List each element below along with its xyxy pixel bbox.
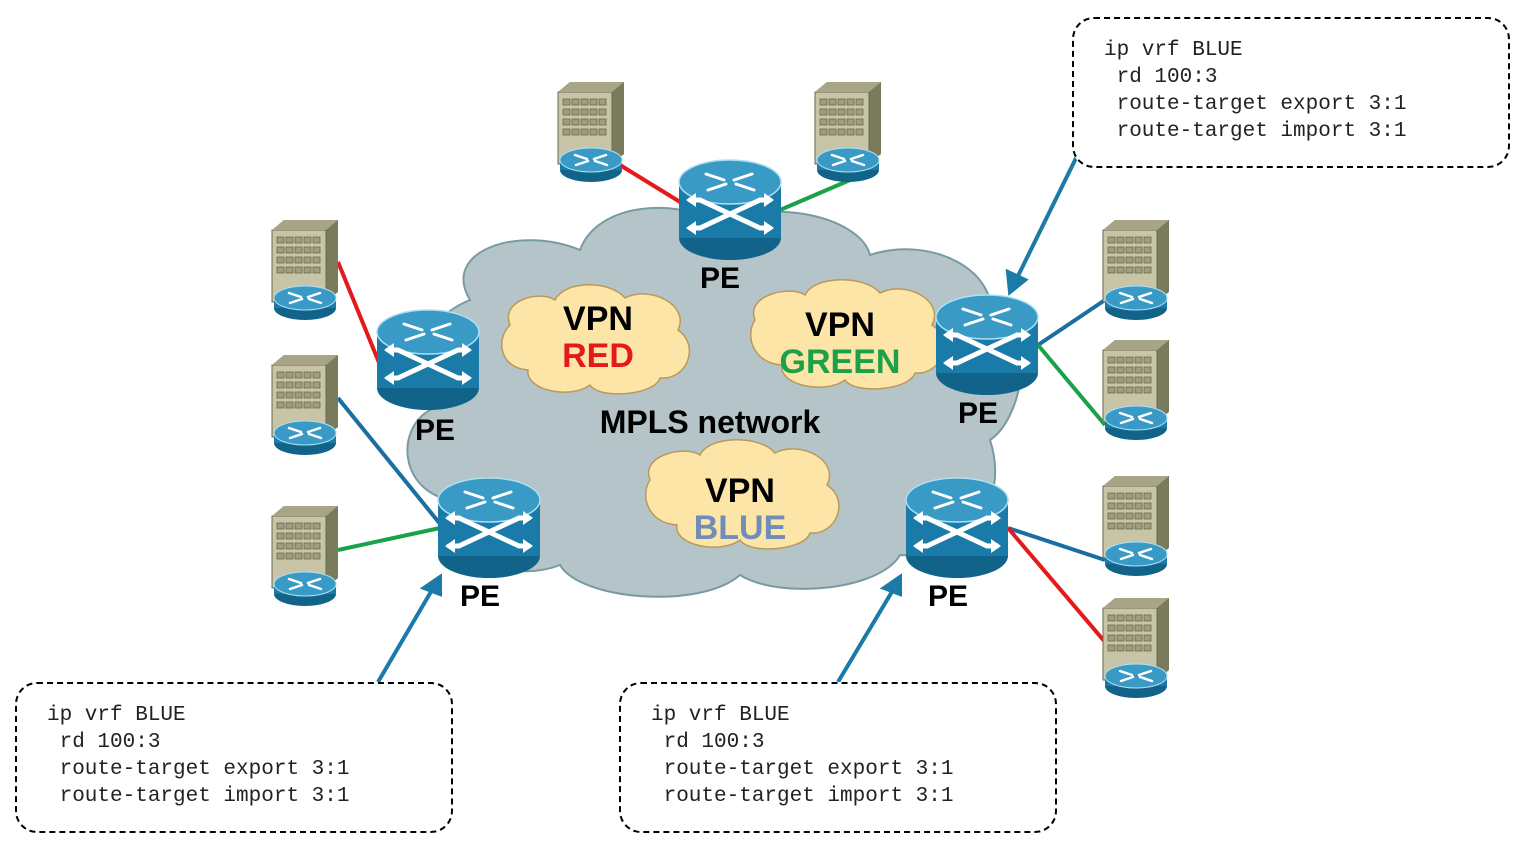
pe-label: PE <box>700 262 740 295</box>
vpn-blue-name: BLUE <box>694 509 787 547</box>
vpn-blue-title: VPN <box>705 472 775 510</box>
config-line: rd 100:3 <box>47 731 161 754</box>
vpn-red-cloud <box>501 284 690 395</box>
pe-router-right <box>936 295 1038 395</box>
mpls-network-label: MPLS network <box>600 404 821 440</box>
pe-router-bottom-left <box>438 478 540 578</box>
ce-site <box>1101 474 1171 578</box>
pe-label: PE <box>928 580 968 613</box>
pe-router-bottom-right <box>906 478 1008 578</box>
config-line: ip vrf BLUE <box>1104 39 1243 62</box>
link-red <box>336 261 382 366</box>
pe-label: PE <box>958 397 998 430</box>
link-blue <box>336 396 447 532</box>
config-line: rd 100:3 <box>651 731 765 754</box>
vpn-blue-cloud <box>645 439 840 550</box>
vpn-red-title: VPN <box>563 300 633 338</box>
vpn-green-title: VPN <box>805 306 875 344</box>
ce-site <box>270 504 340 608</box>
ce-site <box>1101 218 1171 322</box>
vpn-green-name: GREEN <box>780 343 901 381</box>
pe-label: PE <box>415 414 455 447</box>
config-box-bottom-center: ip vrf BLUE rd 100:3 route-target export… <box>619 682 1057 833</box>
link-blue <box>1007 526 1106 562</box>
config-arrow <box>1015 149 1082 279</box>
ce-site <box>813 80 883 184</box>
ce-site <box>270 218 340 322</box>
config-line: rd 100:3 <box>1104 66 1218 89</box>
ce-site <box>556 80 626 184</box>
link-red <box>1006 526 1107 644</box>
link-green <box>1036 343 1107 427</box>
pe-label: PE <box>460 580 500 613</box>
ce-site <box>270 353 340 457</box>
pe-router-top <box>679 160 781 260</box>
vpn-red-name: RED <box>562 337 634 375</box>
config-line: ip vrf BLUE <box>47 704 186 727</box>
config-line: ip vrf BLUE <box>651 704 790 727</box>
config-line: route-target import 3:1 <box>651 785 954 808</box>
config-arrow <box>836 588 895 684</box>
config-line: route-target import 3:1 <box>1104 120 1407 143</box>
link-green <box>779 178 851 212</box>
config-arrow <box>376 588 434 684</box>
ce-site <box>1101 338 1171 442</box>
ce-site <box>1101 596 1171 700</box>
config-line: route-target import 3:1 <box>47 785 350 808</box>
config-line: route-target export 3:1 <box>1104 93 1407 116</box>
link-blue <box>1036 298 1107 347</box>
link-red <box>618 163 687 207</box>
config-box-bottom-left: ip vrf BLUE rd 100:3 route-target export… <box>15 682 453 833</box>
config-box-top-right: ip vrf BLUE rd 100:3 route-target export… <box>1072 17 1510 168</box>
link-green <box>337 526 441 552</box>
config-line: route-target export 3:1 <box>47 758 350 781</box>
config-line: route-target export 3:1 <box>651 758 954 781</box>
pe-router-left <box>377 310 479 410</box>
